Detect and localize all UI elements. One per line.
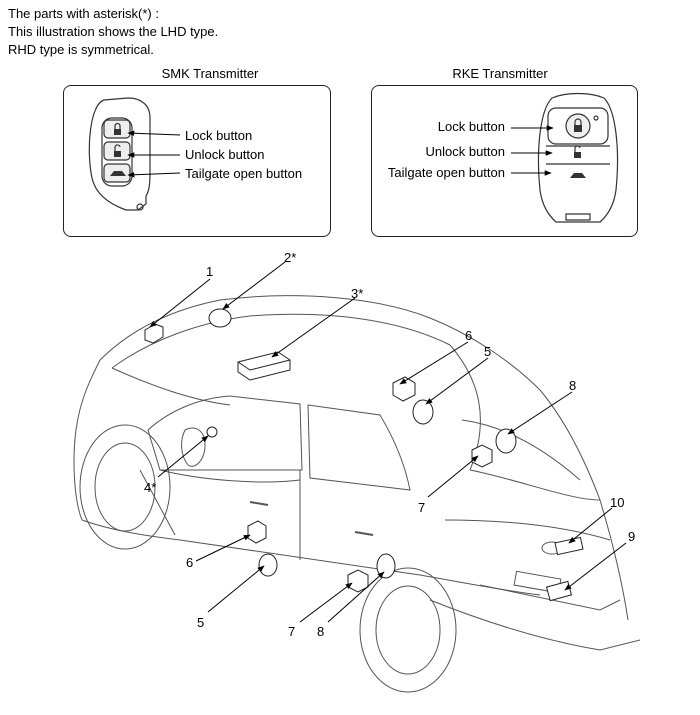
callout-arrows [149,261,627,623]
part-9 [545,580,573,602]
callout-3: 3* [351,286,363,301]
part-8-lower [376,553,396,579]
callout-10: 10 [610,495,624,510]
part-5-upper [412,399,434,425]
callout-6-upper: 6 [465,328,472,343]
part-10 [554,536,584,556]
part-2 [208,308,232,328]
smk-tailgate-label: Tailgate open button [185,166,302,181]
callout-7-lower: 7 [288,624,295,639]
smk-unlock-label: Unlock button [185,147,265,162]
note-line-3: RHD type is symmetrical. [8,42,154,57]
note-line-1: The parts with asterisk(*) : [8,6,159,21]
part-6-lower [247,520,267,544]
vehicle-illustration [73,295,641,693]
callout-8-upper: 8 [569,378,576,393]
part-5-lower [258,553,278,577]
smk-title: SMK Transmitter [161,66,259,81]
part-6-upper [392,376,416,402]
rke-leaders [511,125,554,176]
callout-5-upper: 5 [484,344,491,359]
callout-2: 2* [284,250,296,265]
callout-8-lower: 8 [317,624,324,639]
callout-6-lower: 6 [186,555,193,570]
part-7-upper [471,444,493,468]
callout-7-upper: 7 [418,500,425,515]
components [144,308,584,602]
note-line-2: This illustration shows the LHD type. [8,24,219,39]
rke-unlock-label: Unlock button [426,144,506,159]
smk-leaders [127,130,181,178]
part-4 [206,426,218,438]
smk-lock-label: Lock button [185,128,252,143]
smk-key-fob [88,97,151,211]
rke-lock-label: Lock button [438,119,505,134]
rke-key-fob [537,92,619,223]
callout-5-lower: 5 [197,615,204,630]
callout-9: 9 [628,529,635,544]
callout-4: 4* [144,480,156,495]
rke-title: RKE Transmitter [452,66,548,81]
part-8-upper [495,428,517,454]
callout-1: 1 [206,264,213,279]
rke-tailgate-label: Tailgate open button [388,165,505,180]
